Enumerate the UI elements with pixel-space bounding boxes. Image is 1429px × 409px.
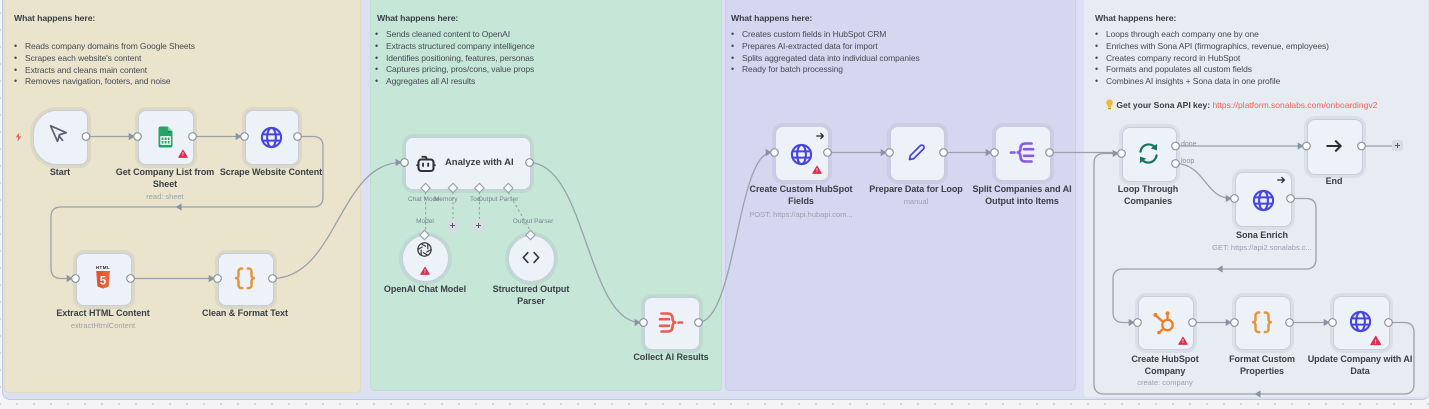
svg-text:HTML: HTML bbox=[96, 265, 110, 270]
svg-text:5: 5 bbox=[100, 276, 107, 288]
svg-text:!: ! bbox=[1375, 339, 1377, 345]
svg-text:!: ! bbox=[816, 168, 818, 174]
svg-text:!: ! bbox=[424, 269, 426, 275]
